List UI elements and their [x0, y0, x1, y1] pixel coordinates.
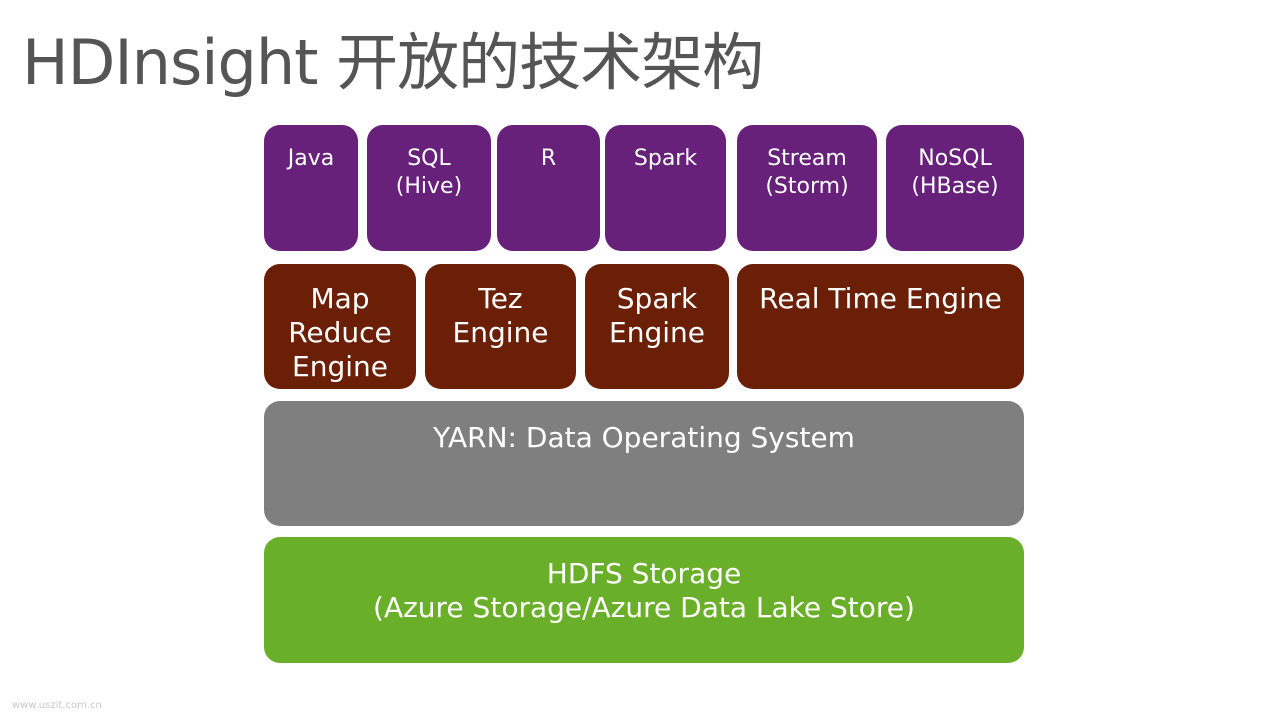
block-label-line: Real Time Engine	[759, 282, 1002, 315]
block-label-line: (HBase)	[911, 174, 999, 199]
block-nosql-hbase: NoSQL (HBase)	[886, 125, 1024, 251]
block-label-line: Spark	[633, 146, 698, 171]
block-label-line: (Azure Storage/Azure Data Lake Store)	[373, 591, 915, 624]
block-label-line: NoSQL	[918, 146, 992, 171]
block-label-line: HDFS Storage	[546, 557, 742, 590]
block-label-line: Reduce	[288, 316, 392, 349]
block-label-line: Tez	[478, 282, 523, 315]
block-label-line: Java	[287, 146, 335, 171]
block-label-line: R	[540, 146, 557, 171]
block-label-line: (Hive)	[395, 174, 463, 199]
block-spark: Spark	[605, 125, 726, 251]
block-realtime-engine: Real Time Engine	[737, 264, 1024, 389]
block-r: R	[497, 125, 600, 251]
block-mapreduce-engine: Map Reduce Engine	[264, 264, 416, 389]
block-hdfs-storage: HDFS Storage (Azure Storage/Azure Data L…	[264, 537, 1024, 663]
block-label-line: Engine	[609, 316, 705, 349]
block-stream-storm: Stream (Storm)	[737, 125, 877, 251]
page-title: HDInsight 开放的技术架构	[22, 26, 764, 99]
block-label-line: Map	[310, 282, 370, 315]
block-label-line: YARN: Data Operating System	[433, 421, 855, 454]
block-label-line: Stream	[767, 146, 847, 171]
block-label-line: Engine	[292, 350, 388, 383]
block-yarn: YARN: Data Operating System	[264, 401, 1024, 526]
block-label-line: Spark	[616, 282, 698, 315]
block-sql-hive: SQL (Hive)	[367, 125, 491, 251]
block-tez-engine: Tez Engine	[425, 264, 576, 389]
block-label-line: SQL	[407, 146, 451, 171]
watermark: www.uszit.com.cn	[12, 700, 102, 711]
block-spark-engine: Spark Engine	[585, 264, 729, 389]
block-label-line: Engine	[452, 316, 549, 349]
block-java: Java	[264, 125, 358, 251]
block-label-line: (Storm)	[765, 174, 849, 199]
